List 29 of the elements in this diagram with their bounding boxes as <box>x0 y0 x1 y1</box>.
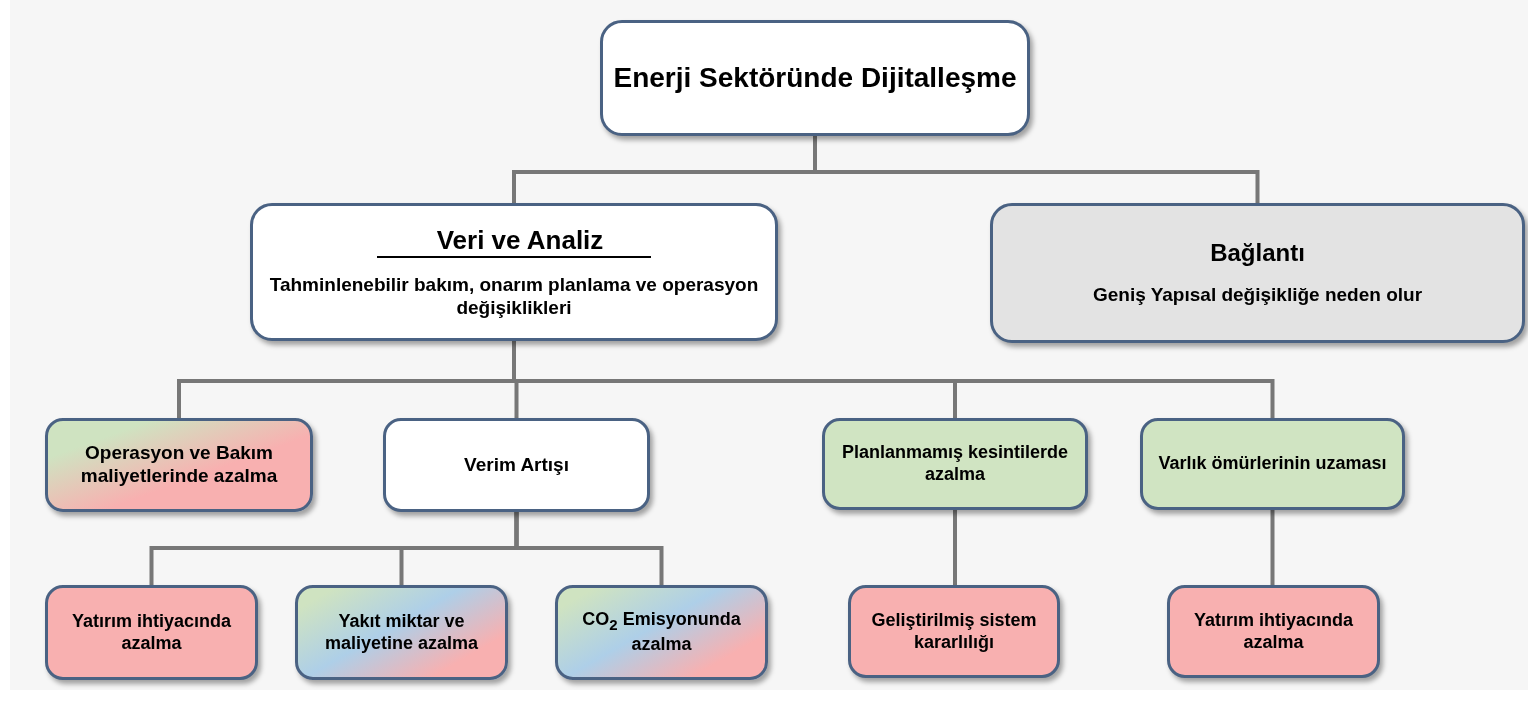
rounded-box <box>822 418 1088 510</box>
rounded-box <box>848 585 1060 678</box>
connector-line <box>514 512 664 585</box>
rounded-box <box>383 418 650 512</box>
rounded-box <box>990 203 1525 343</box>
rounded-box <box>295 585 508 680</box>
rounded-box <box>600 20 1030 136</box>
box-heading: Bağlantı <box>1210 239 1305 268</box>
rounded-box <box>555 585 768 680</box>
box-label: Planlanmamış kesintilerde azalma <box>840 442 1070 486</box>
box-label: Yatırım ihtiyacında azalma <box>1192 609 1355 654</box>
box-label: Operasyon ve Bakım maliyetlerinde azalma <box>79 442 279 488</box>
box-label: Geliştirilmiş sistem kararlılığı <box>870 609 1038 654</box>
box-description: Geniş Yapısal değişikliğe neden olur <box>1092 284 1423 307</box>
rounded-box <box>45 585 258 680</box>
box-label: Verim Artışı <box>464 453 569 477</box>
rounded-box <box>45 418 313 512</box>
box-label: CO$_{2}$ Emisyonunda azalma <box>581 609 742 656</box>
box-label: Varlık ömürlerinin uzaması <box>1158 453 1387 475</box>
box-label: Yakıt miktar ve maliyetine azalma <box>323 610 480 655</box>
rounded-box <box>250 203 778 341</box>
connector-line <box>1270 510 1275 585</box>
connector-line <box>953 510 957 585</box>
box-description: Tahminlenebilir bakım, onarım planlama ve operasyon değişiklikleri <box>268 273 760 320</box>
rounded-box <box>1140 418 1405 510</box>
rounded-box <box>1167 585 1380 678</box>
box-heading: Veri ve Analiz <box>376 224 652 258</box>
box-label: Yatırım ihtiyacında azalma <box>70 610 233 655</box>
box-label: Enerji Sektöründe Dijitalleşme <box>613 61 1017 95</box>
